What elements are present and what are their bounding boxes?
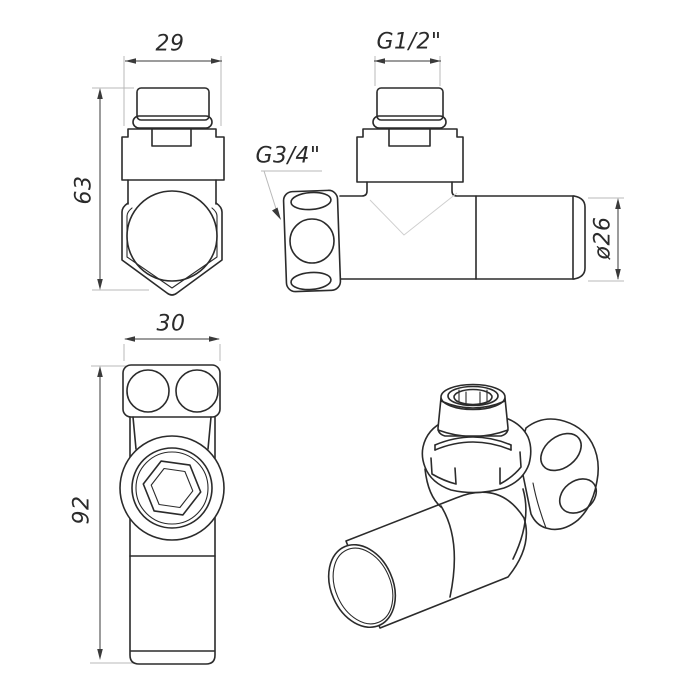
front-cap — [136, 87, 210, 121]
front-collar — [132, 115, 213, 129]
side-pipe-end — [573, 195, 586, 280]
top-pipe-body — [129, 416, 216, 665]
dim-label-front-width: 29 — [155, 31, 185, 57]
dim-label-top-width: 30 — [156, 311, 186, 337]
side-union-nut — [356, 128, 464, 183]
side-cap — [376, 87, 444, 121]
top-fitting-hole-right — [175, 369, 219, 413]
front-hex-nut — [121, 202, 223, 296]
side-g34-fitting — [282, 189, 342, 293]
leader-arrow-g34 — [272, 207, 281, 220]
front-view-drawing — [92, 56, 225, 296]
iso-pipe-end-face — [327, 543, 397, 629]
dim-label-side-thread: G3/4" — [255, 143, 321, 169]
isometric-view-drawing — [327, 383, 599, 629]
top-view-drawing — [90, 336, 225, 665]
top-union-outer-circle — [119, 435, 225, 541]
dim-label-front-height: 63 — [71, 175, 97, 205]
dim-label-pipe-diameter: ø26 — [590, 216, 616, 260]
dim-label-top-height: 92 — [69, 495, 95, 525]
front-pipe-circle — [126, 190, 218, 282]
top-fitting-body — [122, 364, 221, 418]
dim-label-top-thread: G1/2" — [376, 29, 442, 55]
side-collar — [372, 115, 447, 129]
front-union-nut — [121, 128, 225, 181]
side-view-drawing — [261, 56, 624, 293]
top-hex-socket — [142, 460, 202, 516]
top-fitting-hole-left — [126, 369, 170, 413]
